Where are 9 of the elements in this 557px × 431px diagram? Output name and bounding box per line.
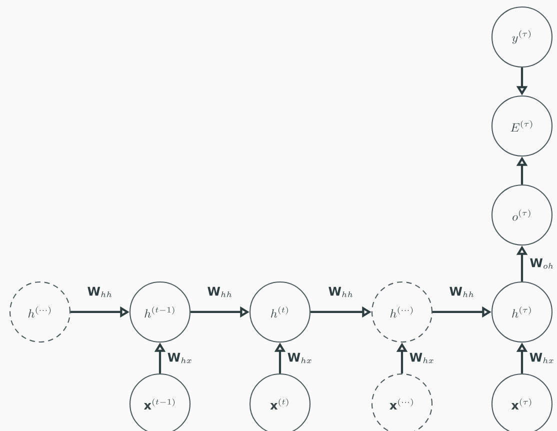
edge-label: $\mathbf{W}_{hx}$ <box>530 352 554 364</box>
edge-label: $\mathbf{W}_{hx}$ <box>168 352 192 364</box>
edge-label: $\mathbf{W}_{hx}$ <box>288 352 312 364</box>
edge-label: $\mathbf{W}_{hh}$ <box>88 286 112 298</box>
edge-label: $\mathbf{W}_{hx}$ <box>410 352 434 364</box>
edge-label: $\mathbf{W}_{hh}$ <box>208 286 232 298</box>
edge-label: $\mathbf{W}_{hh}$ <box>328 286 353 298</box>
edge-label: $\mathbf{W}_{hh}$ <box>450 286 474 298</box>
edge-label: $\mathbf{W}_{oh}$ <box>530 258 554 269</box>
